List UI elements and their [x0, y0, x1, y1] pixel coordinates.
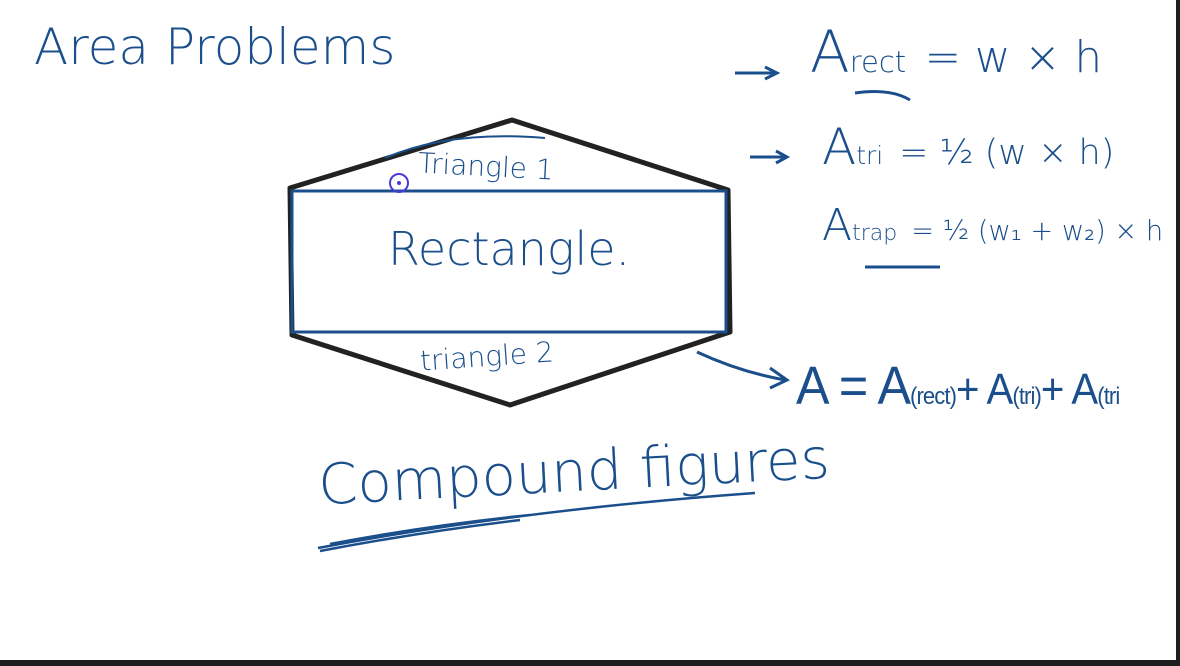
arrow-to-total	[696, 350, 790, 390]
formula-trap: Atrap = ½ (w₁ + w₂) × h	[822, 200, 1163, 251]
label-rectangle: Rectangle.	[388, 222, 631, 276]
formula-rect-lhs: A	[810, 18, 850, 86]
formula-trap-lhs: A	[822, 200, 853, 251]
rect-underline	[854, 90, 911, 102]
caption-underline	[317, 491, 756, 553]
formula-total-sub1: (rect)	[910, 383, 957, 410]
formula-total-sub2: (tri)	[1012, 383, 1041, 410]
page-title: Area Problems	[34, 18, 396, 76]
formula-total-term3: + A	[1040, 366, 1098, 414]
arrow-tri	[750, 149, 791, 165]
triangle-1-arc	[384, 135, 546, 159]
formula-total-term1: A	[877, 356, 911, 416]
formula-total-sub3: (tri	[1097, 383, 1120, 410]
formula-rect: Arect = w × h	[810, 18, 1102, 86]
formula-tri-rhs: = ½ (w × h)	[899, 133, 1115, 173]
cursor-dot	[397, 181, 401, 185]
formula-rect-rhs: = w × h	[924, 33, 1103, 83]
label-triangle-1: Triangle 1	[417, 146, 555, 187]
formula-total: A = A(rect)+ A(tri)+ A(tri	[796, 355, 1120, 417]
formula-tri-lhs: A	[822, 118, 857, 176]
formula-rect-sub: rect	[849, 45, 907, 79]
formula-tri: Atri = ½ (w × h)	[822, 118, 1114, 176]
arrow-rect	[735, 65, 781, 81]
formula-total-term2: + A	[956, 366, 1013, 414]
rectangle-shape	[290, 189, 728, 334]
formula-tri-sub: tri	[856, 141, 884, 170]
formula-trap-rhs: = ½ (w₁ + w₂) × h	[911, 216, 1164, 247]
hexagon-outline	[287, 117, 733, 408]
formula-total-lhs: A =	[796, 356, 868, 416]
cursor-icon	[389, 173, 409, 193]
formula-trap-sub: trap	[852, 221, 898, 246]
